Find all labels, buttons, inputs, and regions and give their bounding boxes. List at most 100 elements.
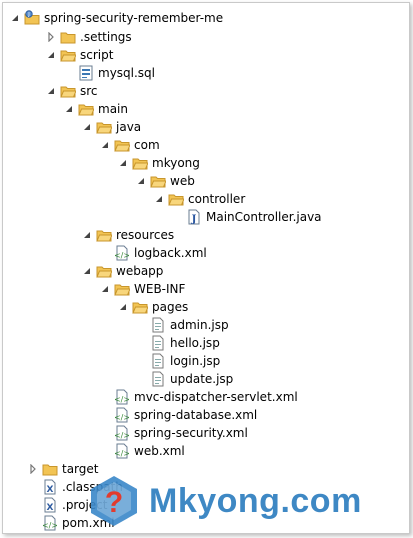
folder-icon — [96, 263, 112, 279]
folder-icon — [132, 155, 148, 171]
tree-item[interactable]: script — [45, 46, 113, 64]
tree-item[interactable]: </> spring-security.xml — [99, 424, 248, 442]
tree-item[interactable]: pages — [117, 298, 188, 316]
svg-text:</>: </> — [115, 413, 129, 422]
expand-toggle[interactable] — [9, 9, 21, 27]
tree-item-label: WEB-INF — [134, 282, 186, 296]
tree-item-label: web.xml — [134, 444, 185, 458]
xml-file-icon: </> — [114, 425, 130, 441]
svg-text:</>: </> — [115, 395, 129, 404]
folder-icon — [42, 461, 58, 477]
collapse-toggle[interactable] — [99, 136, 111, 154]
folder-icon — [96, 119, 112, 135]
collapse-toggle[interactable] — [45, 82, 57, 100]
tree-item-label: spring-security-remember-me — [44, 11, 224, 25]
collapse-toggle[interactable] — [99, 280, 111, 298]
tree-item[interactable]: </> web.xml — [99, 442, 185, 460]
tree-item-label: pom.xml — [62, 516, 115, 530]
svg-text:</>: </> — [115, 251, 129, 260]
tree-item-label: webapp — [116, 264, 164, 278]
mkyong-watermark-text: Mkyong.com — [149, 481, 362, 520]
tree-item-label: admin.jsp — [170, 318, 229, 332]
svg-text:X: X — [47, 485, 54, 495]
collapse-toggle[interactable] — [45, 46, 57, 64]
tree-item-label: resources — [116, 228, 175, 242]
expand-toggle[interactable] — [27, 460, 39, 478]
tree-item[interactable]: update.jsp — [135, 370, 233, 388]
xml-file-icon: </> — [42, 515, 58, 531]
collapse-toggle[interactable] — [117, 298, 129, 316]
tree-item-label: main — [98, 102, 128, 116]
tree-item[interactable]: com — [99, 136, 160, 154]
tree-item-label: mysql.sql — [98, 66, 156, 80]
folder-icon — [114, 281, 130, 297]
collapse-toggle[interactable] — [63, 100, 75, 118]
tree-item[interactable]: </> pom.xml — [27, 514, 115, 532]
tree-item[interactable]: </>logback.xml — [99, 244, 207, 262]
tree-item[interactable]: </> spring-database.xml — [99, 406, 257, 424]
collapse-toggle[interactable] — [81, 262, 93, 280]
folder-icon — [168, 191, 184, 207]
tree-item-label: controller — [188, 192, 246, 206]
mkyong-logo-icon: ? — [85, 472, 143, 531]
tree-item-label: mkyong — [152, 156, 200, 170]
tree-item[interactable]: web — [135, 172, 195, 190]
xml-file-icon: </> — [114, 389, 130, 405]
tree-item[interactable]: admin.jsp — [135, 316, 229, 334]
jsp-file-icon — [150, 353, 166, 369]
svg-text:</>: </> — [115, 449, 129, 458]
tree-item[interactable]: src — [45, 82, 98, 100]
tree-item-label: pages — [152, 300, 189, 314]
collapse-toggle[interactable] — [81, 118, 93, 136]
folder-icon — [60, 47, 76, 63]
tree-item-label: update.jsp — [170, 372, 234, 386]
svg-text:</>: </> — [43, 521, 57, 530]
sql-file-icon — [78, 65, 94, 81]
svg-text:</>: </> — [115, 431, 129, 440]
tree-item-label: src — [80, 84, 98, 98]
tree-item[interactable]: main — [63, 100, 128, 118]
tree-item-label: com — [134, 138, 160, 152]
tree-item-label: java — [116, 120, 142, 134]
tree-item-label: spring-database.xml — [134, 408, 258, 422]
folder-icon — [114, 137, 130, 153]
collapse-toggle[interactable] — [81, 226, 93, 244]
collapse-toggle[interactable] — [135, 172, 147, 190]
tree-item[interactable]: java — [81, 118, 141, 136]
tree-item[interactable]: resources — [81, 226, 174, 244]
tree-item-label: spring-security.xml — [134, 426, 248, 440]
jsp-file-icon — [150, 371, 166, 387]
tree-item[interactable]: .settings — [45, 28, 132, 46]
tree-item[interactable]: controller — [153, 190, 245, 208]
tree-item[interactable]: mysql.sql — [63, 64, 155, 82]
tree-item[interactable]: target — [27, 460, 99, 478]
tree-item[interactable]: hello.jsp — [135, 334, 220, 352]
jsp-file-icon — [150, 317, 166, 333]
tree-item-label: target — [62, 462, 99, 476]
expand-toggle[interactable] — [45, 28, 57, 46]
collapse-toggle[interactable] — [153, 190, 165, 208]
x-file-icon: X — [42, 497, 58, 513]
mkyong-watermark: ? Mkyong.com — [85, 473, 405, 529]
tree-item-label: web — [170, 174, 195, 188]
tree-item[interactable]: login.jsp — [135, 352, 220, 370]
tree-item[interactable]: webapp — [81, 262, 163, 280]
folder-icon — [60, 29, 76, 45]
xml-file-icon: </> — [114, 245, 130, 261]
collapse-toggle[interactable] — [117, 154, 129, 172]
tree-item[interactable]: </> mvc-dispatcher-servlet.xml — [99, 388, 298, 406]
tree-item[interactable]: mkyong — [117, 154, 200, 172]
jsp-file-icon — [150, 335, 166, 351]
x-file-icon: X — [42, 479, 58, 495]
svg-text:J: J — [27, 12, 29, 18]
tree-item-label: hello.jsp — [170, 336, 220, 350]
tree-item-label: script — [80, 48, 114, 62]
folder-icon — [78, 101, 94, 117]
java-file-icon: J — [186, 209, 202, 225]
folder-icon — [96, 227, 112, 243]
tree-item-label: mvc-dispatcher-servlet.xml — [134, 390, 298, 404]
tree-item[interactable]: WEB-INF — [99, 280, 185, 298]
